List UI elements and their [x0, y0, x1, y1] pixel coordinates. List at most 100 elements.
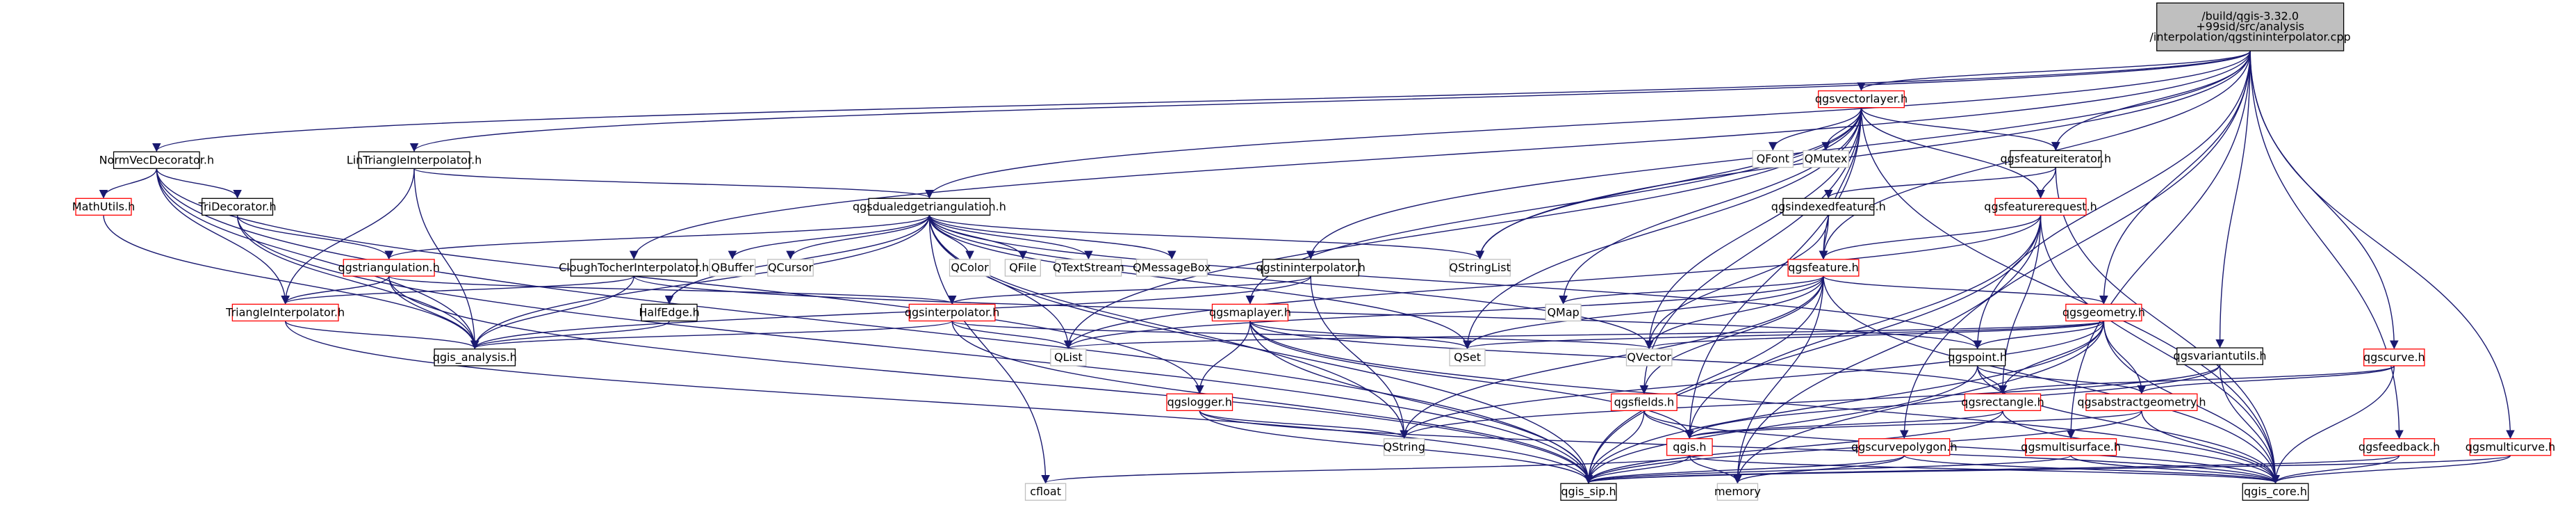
node-box-qgsgeometry — [2065, 303, 2142, 322]
edge-qgscurve-to-qgsabstractgeometry — [2137, 365, 2395, 394]
node-qgslogger[interactable]: qgslogger.h — [1166, 393, 1233, 411]
edge-qgsmaplayer-to-qgslogger — [1195, 321, 1251, 394]
node-box-qgsfeedback — [2363, 438, 2436, 456]
node-qgis_sip[interactable]: qgis_sip.h — [1560, 483, 1617, 501]
edge-qgstininterpolator-to-qgis_analysis — [470, 275, 1311, 350]
node-memory: memory — [1714, 483, 1761, 501]
edge-qgsvectorlayer-to-qgsfields — [1639, 107, 1862, 394]
edge-qgsgeometry-to-QList — [1064, 320, 2105, 350]
root-label-line-1: +99sid/src/analysis — [2196, 20, 2304, 33]
node-qgscurvepolygon[interactable]: qgscurvepolygon.h — [1851, 438, 1958, 456]
edge-TriDecorator-to-qgstriangulation — [236, 215, 393, 260]
node-qgsvectorlayer[interactable]: qgsvectorlayer.h — [1815, 90, 1908, 109]
node-LinTriangleInterpolator[interactable]: LinTriangleInterpolator.h — [347, 151, 482, 169]
node-qgsdualedgetriangulation[interactable]: qgsdualedgetriangulation.h — [853, 198, 1006, 216]
node-label-qgspoint: qgspoint.h — [1948, 351, 2007, 364]
node-label-LinTriangleInterpolator: LinTriangleInterpolator.h — [347, 153, 482, 166]
edge-qgsfeaturerequest-to-qgis_sip — [1584, 215, 2042, 484]
node-qgscurve[interactable]: qgscurve.h — [2363, 348, 2425, 367]
node-QList: QList — [1050, 348, 1087, 367]
node-qgstriangulation[interactable]: qgstriangulation.h — [338, 259, 440, 277]
node-label-qgis_analysis: qgis_analysis.h — [433, 351, 517, 364]
node-qgsabstractgeometry[interactable]: qgsabstractgeometry.h — [2077, 393, 2206, 411]
node-box-QMessageBox — [1135, 259, 1208, 277]
node-box-qgsmultisurface — [2025, 438, 2117, 456]
edge-root-to-qgsmultisurface — [2066, 51, 2251, 439]
node-QMutex: QMutex — [1803, 150, 1849, 168]
node-label-QStringList: QStringList — [1450, 261, 1511, 274]
node-label-qgscurve: qgscurve.h — [2363, 351, 2425, 364]
node-qgis_core[interactable]: qgis_core.h — [2242, 483, 2309, 501]
node-box-qgspoint — [1949, 348, 2006, 367]
edge-NormVecDecorator-to-qgis_sip — [156, 168, 1593, 484]
edge-qgsfeedback-to-qgis_core — [2271, 455, 2400, 484]
node-qgstininterpolator[interactable]: qgstininterpolator.h — [1256, 259, 1365, 277]
node-label-qgsfeedback: qgsfeedback.h — [2358, 440, 2440, 453]
node-qgspoint[interactable]: qgspoint.h — [1948, 348, 2007, 367]
node-label-qgsinterpolator: qgsinterpolator.h — [905, 305, 1000, 319]
node-MathUtils[interactable]: MathUtils.h — [72, 198, 135, 216]
node-QMap: QMap — [1545, 303, 1582, 322]
node-QVector: QVector — [1625, 348, 1673, 367]
edge-root-to-qgsvectorlayer — [1857, 50, 2251, 91]
node-label-qgsabstractgeometry: qgsabstractgeometry.h — [2077, 395, 2206, 408]
node-TriDecorator[interactable]: TriDecorator.h — [198, 198, 277, 216]
node-label-QMap: QMap — [1547, 305, 1579, 319]
edge-qgsfields-to-qgis — [1643, 410, 1694, 439]
node-box-qgsmaplayer — [1211, 303, 1289, 322]
node-qgsinterpolator[interactable]: qgsinterpolator.h — [905, 303, 1000, 322]
dependency-nodes: /build/qgis-3.32.0+99sid/src/analysis/in… — [72, 2, 2556, 501]
node-qgsmulticurve[interactable]: qgsmulticurve.h — [2466, 438, 2556, 456]
edge-qgstriangulation-to-qgsinterpolator — [388, 275, 956, 305]
edge-qgsgeometry-to-QSet — [1463, 320, 2105, 350]
edge-qgsinterpolator-to-qgis_sip — [951, 321, 1593, 484]
edge-qgscurvepolygon-to-qgis_core — [1903, 455, 2280, 484]
node-CloughTocherInterpolator[interactable]: CloughTocherInterpolator.h — [559, 259, 709, 277]
node-box-QString — [1383, 438, 1425, 456]
node-qgsfields[interactable]: qgsfields.h — [1611, 393, 1677, 411]
node-label-TriDecorator: TriDecorator.h — [198, 200, 277, 213]
edge-qgsfeature-to-qgis_sip — [1584, 275, 1824, 484]
edge-qgsdualedgetriangulation-to-qgspoint — [928, 215, 1982, 350]
node-qgsmultisurface[interactable]: qgsmultisurface.h — [2021, 438, 2121, 456]
node-QColor: QColor — [949, 259, 991, 277]
node-box-QCursor — [767, 259, 814, 277]
node-qgsrectangle[interactable]: qgsrectangle.h — [1961, 393, 2044, 411]
node-HalfEdge[interactable]: HalfEdge.h — [639, 303, 700, 322]
edge-qgsindexedfeature-to-QVector — [1644, 215, 1829, 350]
node-label-qgsvariantutils: qgsvariantutils.h — [2174, 349, 2267, 362]
node-box-NormVecDecorator — [113, 151, 200, 169]
node-qgsfeaturerequest[interactable]: qgsfeaturerequest.h — [1984, 198, 2097, 216]
edge-CloughTocherInterpolator-to-qgis_analysis — [470, 275, 634, 350]
node-qgsindexedfeature[interactable]: qgsindexedfeature.h — [1771, 198, 1886, 216]
node-qgsgeometry[interactable]: qgsgeometry.h — [2062, 303, 2145, 322]
node-qgsvariantutils[interactable]: qgsvariantutils.h — [2174, 347, 2267, 365]
node-qgis_analysis[interactable]: qgis_analysis.h — [433, 348, 517, 367]
node-qgis[interactable]: qgis.h — [1666, 438, 1713, 456]
edge-qgstriangulation-to-qgis_sip — [388, 275, 1593, 484]
edge-qgsmulticurve-to-qgis_sip — [1584, 455, 2511, 484]
edge-qgsvariantutils-to-qgis — [1685, 364, 2221, 439]
node-root[interactable]: /build/qgis-3.32.0+99sid/src/analysis/in… — [2150, 2, 2351, 51]
edge-qgsfeaturerequest-to-memory — [1733, 215, 2042, 484]
edge-LinTriangleInterpolator-to-qgsdualedgetriangulation — [413, 168, 934, 199]
node-qgsfeatureiterator[interactable]: qgsfeatureiterator.h — [2000, 150, 2111, 168]
node-qgsmaplayer[interactable]: qgsmaplayer.h — [1209, 303, 1291, 322]
node-NormVecDecorator[interactable]: NormVecDecorator.h — [99, 151, 215, 169]
node-TriangleInterpolator[interactable]: TriangleInterpolator.h — [225, 303, 345, 322]
edge-qgsdualedgetriangulation-to-qgstriangulation — [384, 214, 930, 260]
edge-CloughTocherInterpolator-to-qgspoint — [633, 275, 1982, 350]
edge-root-to-qgsvariantutils — [2215, 51, 2251, 348]
node-qgsfeedback[interactable]: qgsfeedback.h — [2358, 438, 2440, 456]
node-cfloat: cfloat — [1024, 483, 1067, 501]
node-qgsfeature[interactable]: qgsfeature.h — [1787, 259, 1860, 277]
node-box-QVector — [1625, 348, 1673, 367]
node-box-QBuffer — [709, 259, 756, 277]
node-label-qgsdualedgetriangulation: qgsdualedgetriangulation.h — [853, 200, 1006, 213]
node-box-qgis — [1666, 438, 1713, 456]
node-label-TriangleInterpolator: TriangleInterpolator.h — [225, 305, 345, 319]
node-box-qgsabstractgeometry — [2085, 393, 2198, 411]
edge-qgsvectorlayer-to-QMap — [1559, 107, 1862, 305]
node-box-QFont — [1752, 150, 1794, 168]
edge-NormVecDecorator-to-TriangleInterpolator — [156, 168, 290, 305]
